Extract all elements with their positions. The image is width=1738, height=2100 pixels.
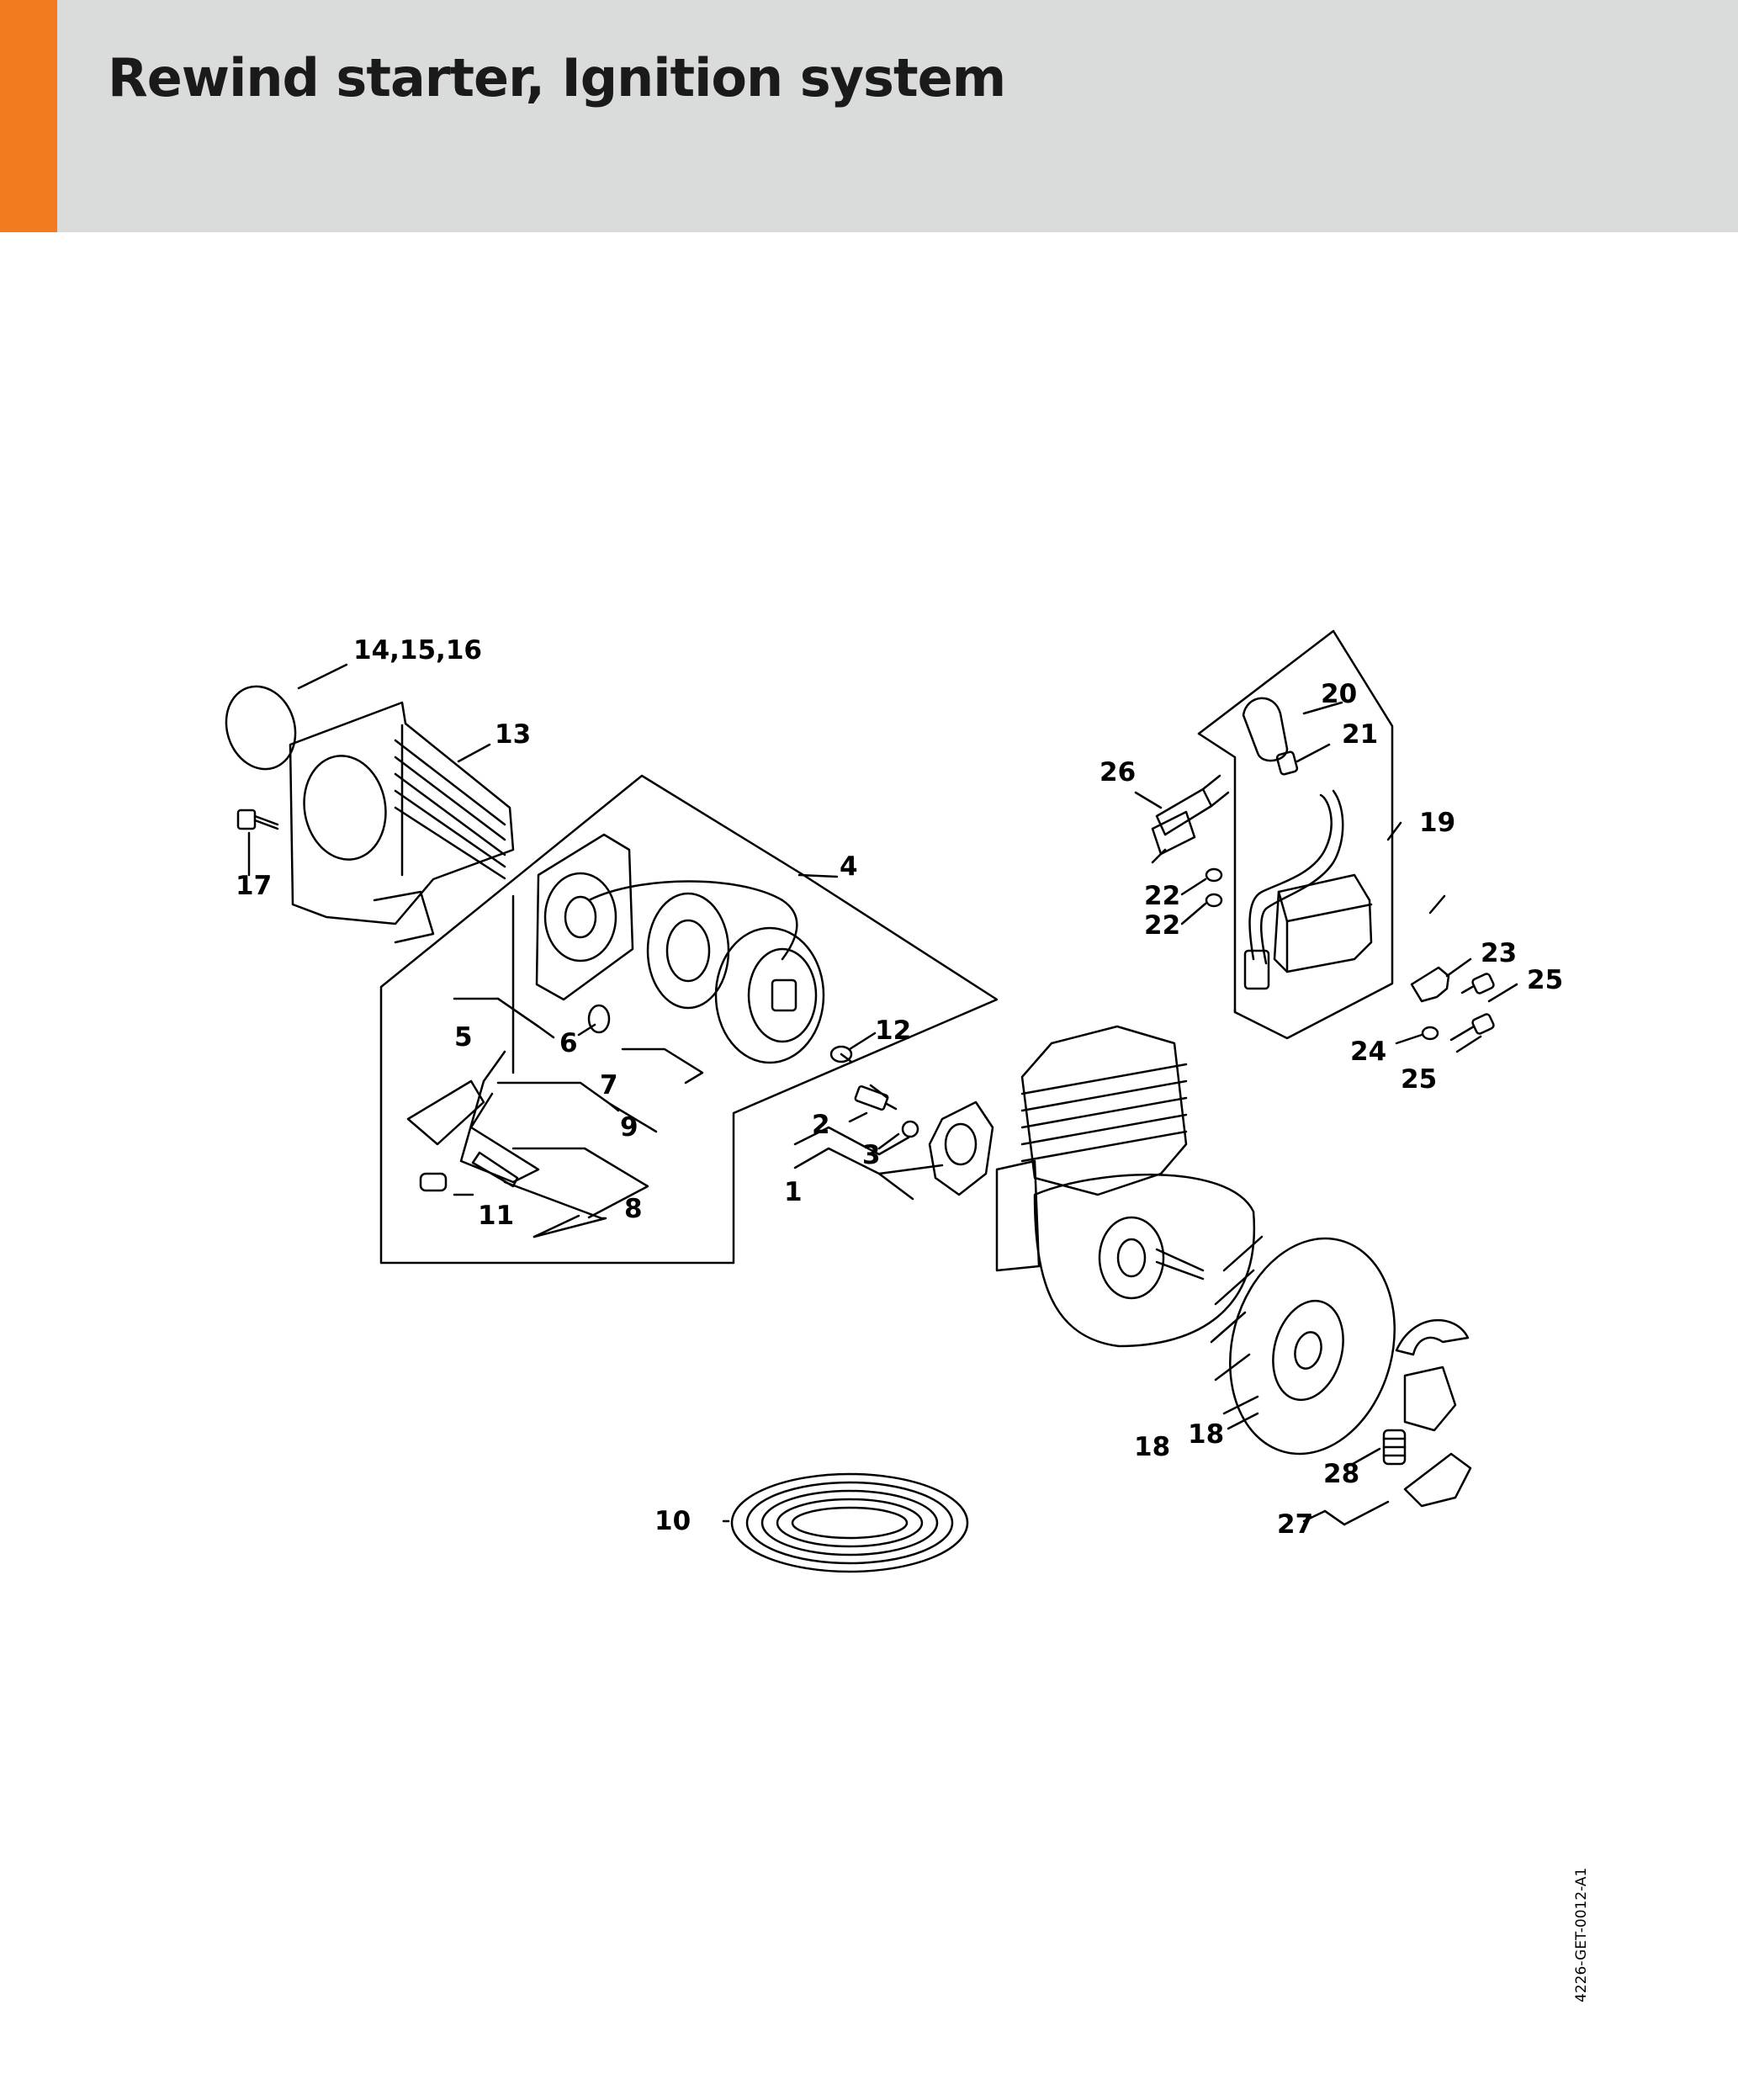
- label-27: 27: [1277, 1509, 1313, 1540]
- page-title: Rewind starter, Ignition system: [108, 47, 1006, 109]
- part-fan-housing: [289, 701, 515, 944]
- part-boot-spring: [1275, 750, 1299, 776]
- part-screw-25b: [1449, 1013, 1495, 1042]
- part-washer-22b: [1205, 893, 1223, 908]
- label-18a: 18: [1134, 1432, 1170, 1462]
- label-1: 1: [784, 1177, 803, 1207]
- label-13: 13: [495, 719, 531, 750]
- part-screw-17: [236, 809, 279, 830]
- label-14-15-16: 14,15,16: [353, 635, 482, 666]
- part-recoil-spring: [730, 1472, 969, 1573]
- label-12: 12: [875, 1016, 911, 1046]
- part-bracket: [1410, 966, 1450, 1003]
- label-23: 23: [1481, 938, 1517, 968]
- part-spring-28: [1382, 1429, 1407, 1466]
- document-id: 4226-GET-0012-A1: [1573, 1867, 1590, 2002]
- label-17: 17: [236, 871, 272, 901]
- label-26: 26: [1099, 757, 1136, 788]
- label-22a: 22: [1144, 881, 1180, 911]
- part-start-grip: [406, 894, 540, 1188]
- part-spark-plug: [1151, 774, 1230, 864]
- page-header: [0, 0, 1738, 232]
- label-19: 19: [1419, 808, 1455, 838]
- label-22b: 22: [1144, 910, 1180, 941]
- label-3: 3: [862, 1140, 881, 1170]
- part-pawl: [1403, 1366, 1457, 1432]
- part-flywheel: [1210, 1235, 1396, 1456]
- label-20: 20: [1321, 679, 1357, 709]
- part-screw-25a: [1460, 973, 1495, 994]
- label-6: 6: [559, 1028, 578, 1058]
- accent-bar: [0, 0, 57, 232]
- part-rope-rotor: [714, 926, 825, 1064]
- part-plug-boot: [1242, 697, 1289, 762]
- label-24: 24: [1350, 1037, 1386, 1067]
- part-ignition-carrier: [928, 1100, 994, 1196]
- frame-ignition-module: [1197, 629, 1394, 1040]
- part-engine-cylinder: [995, 1025, 1256, 1348]
- label-5: 5: [454, 1022, 473, 1053]
- label-2: 2: [812, 1110, 830, 1140]
- label-9: 9: [620, 1112, 639, 1143]
- label-21: 21: [1342, 719, 1378, 750]
- part-stud: [854, 1084, 898, 1111]
- label-25b: 25: [1401, 1064, 1437, 1095]
- label-4: 4: [840, 851, 858, 882]
- label-8: 8: [624, 1194, 643, 1224]
- part-gasket-ring: [225, 685, 297, 771]
- part-nut: [901, 1120, 919, 1138]
- frame-rewind-starter: [379, 774, 999, 1265]
- part-grip-insert: [419, 1172, 448, 1192]
- part-ignition-module: [1243, 789, 1373, 990]
- label-10: 10: [654, 1506, 691, 1536]
- leader-lines: [247, 663, 1518, 1526]
- part-starter-housing: [535, 833, 798, 1001]
- label-7: 7: [600, 1070, 618, 1100]
- part-washer-22a: [1205, 867, 1223, 883]
- label-28: 28: [1323, 1459, 1359, 1489]
- part-screw-12: [829, 1045, 853, 1063]
- label-11: 11: [478, 1201, 514, 1231]
- label-18b: 18: [1188, 1419, 1224, 1450]
- part-pawl-cover: [1395, 1318, 1470, 1356]
- label-25a: 25: [1527, 965, 1563, 995]
- part-washer-24: [1421, 1026, 1439, 1041]
- part-bushing: [587, 1004, 611, 1034]
- part-pawl-base: [1403, 1452, 1472, 1508]
